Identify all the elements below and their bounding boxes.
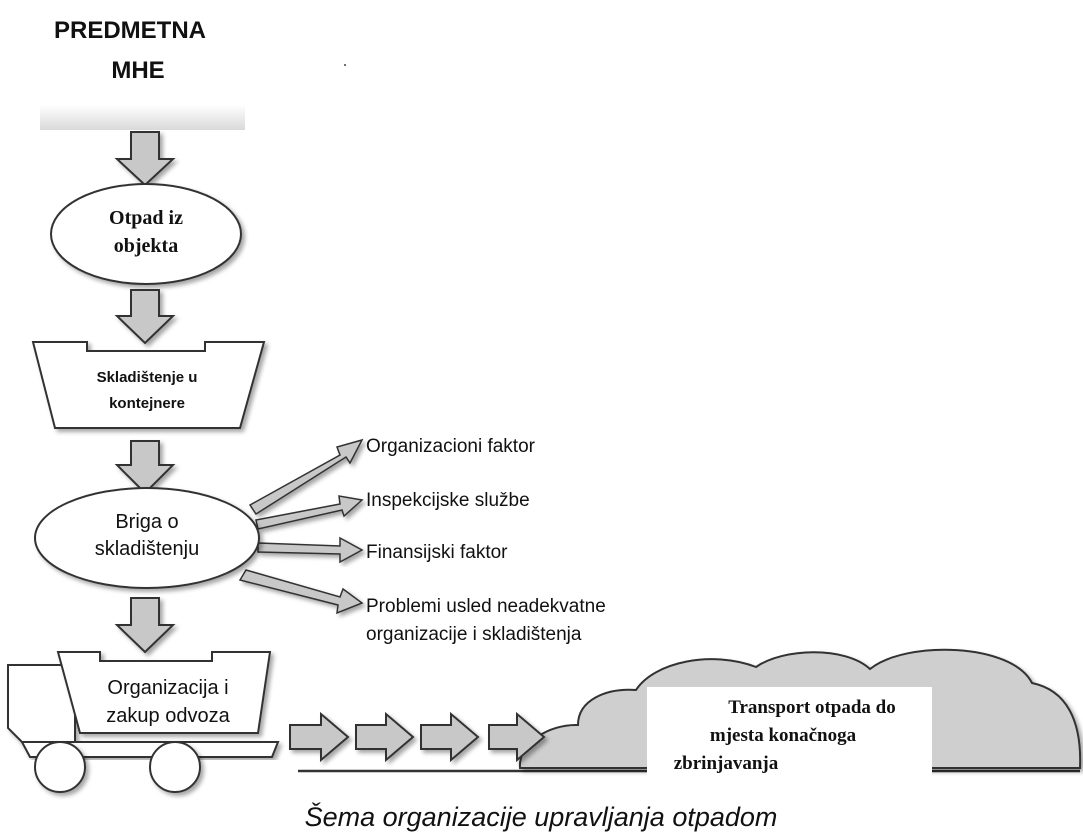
otpad-line2: objekta: [114, 235, 178, 257]
briga-line2: skladištenju: [95, 538, 200, 560]
otpad-ellipse: [50, 183, 242, 285]
down-arrow-2: [114, 289, 176, 345]
skladistenje-line1: Skladištenje u: [97, 369, 198, 386]
horizontal-arrows: [289, 711, 546, 763]
factor-problemi-line2: organizacije i skladištenja: [366, 624, 582, 645]
factor-organizacioni: Organizacioni faktor: [366, 436, 536, 457]
container-shape: [31, 341, 266, 429]
node-otpad: Otpad iz objekta: [50, 183, 242, 285]
stray-dot: [344, 64, 346, 66]
transport-line1: Transport otpada do: [728, 697, 896, 718]
right-arrow-1: [289, 711, 350, 763]
factor-inspekcijske: Inspekcijske službe: [366, 490, 530, 511]
down-arrow-1: [114, 131, 176, 187]
factor-arrows: [238, 438, 364, 615]
arrow-to-inspekcijske: [255, 495, 364, 530]
arrow-to-problemi: [238, 569, 364, 615]
destination-cloud: Transport otpada do mjesta konačnoga zbr…: [518, 648, 1082, 785]
factor-problemi-line1: Problemi usled neadekvatne: [366, 596, 606, 617]
briga-ellipse: [34, 487, 260, 589]
figure-caption: Šema organizacije upravljanja otpadom: [305, 801, 778, 832]
truck-wheel-front: [34, 741, 86, 793]
skladistenje-line2: kontejnere: [109, 395, 185, 412]
transport-label-box: [647, 687, 932, 785]
truck-container: [56, 651, 272, 734]
header-shadow-bar: [40, 105, 245, 130]
header-block: PREDMETNA MHE: [40, 17, 346, 130]
down-arrow-4: [114, 597, 176, 654]
organizacija-line2: zakup odvoza: [106, 705, 230, 727]
organizacija-line1: Organizacija i: [107, 677, 228, 699]
briga-line1: Briga o: [115, 511, 178, 533]
header-line2: MHE: [111, 57, 164, 84]
truck-wheel-rear: [149, 741, 201, 793]
header-line1: PREDMETNA: [54, 17, 206, 44]
node-skladistenje: Skladištenje u kontejnere: [31, 341, 266, 429]
truck: Organizacija i zakup odvoza: [7, 651, 280, 793]
arrow-to-finansijski: [257, 536, 364, 564]
right-arrow-3: [420, 711, 480, 763]
transport-line3: zbrinjavanja: [674, 753, 779, 774]
otpad-line1: Otpad iz: [109, 207, 183, 229]
transport-line2: mjesta konačnoga: [710, 725, 857, 746]
right-arrow-4: [488, 711, 546, 763]
node-briga: Briga o skladištenju: [34, 487, 260, 589]
right-arrow-2: [355, 711, 415, 763]
arrow-to-organizacioni: [248, 438, 364, 516]
truck-chassis: [20, 741, 280, 758]
factor-labels: Organizacioni faktor Inspekcijske službe…: [366, 436, 606, 645]
factor-finansijski: Finansijski faktor: [366, 542, 508, 563]
down-arrow-3: [114, 440, 176, 495]
